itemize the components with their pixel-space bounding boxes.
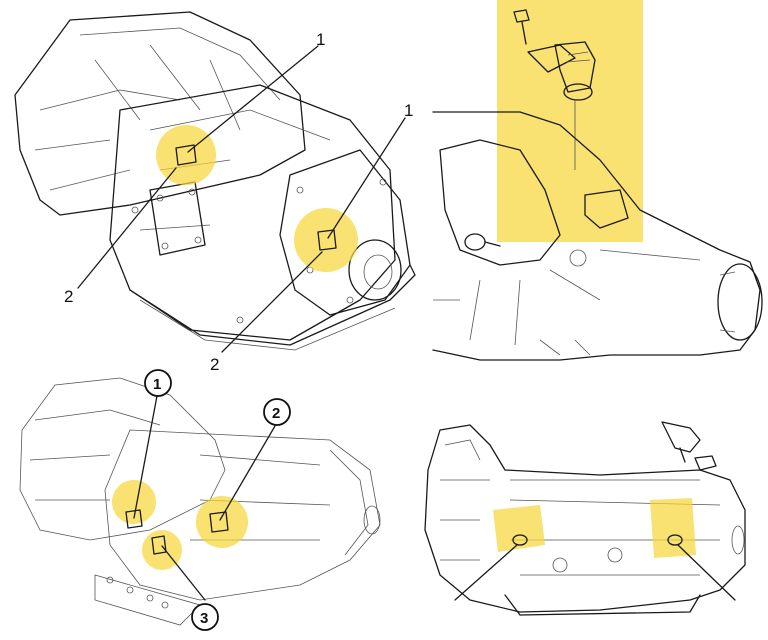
callout-label-c3: 3	[200, 610, 208, 627]
speed-sensor-icon	[527, 41, 596, 170]
callout-circle-3	[191, 603, 219, 631]
sensor-detail-icon	[661, 421, 717, 471]
leader-line-2b	[221, 251, 323, 353]
input-speed-sensor-icon	[175, 144, 197, 166]
callout-label-1b: 1	[404, 101, 413, 120]
highlight-sensor-output-top-left	[294, 208, 358, 272]
callout-label-c1: 1	[153, 376, 161, 393]
transmission-illustration-bottom-right	[424, 424, 746, 616]
panel-bottom-left: 1 2 3	[19, 369, 381, 631]
panel-top-left: 1 1 2 2	[14, 11, 416, 374]
highlight-sensor-1-bottom-left	[112, 480, 156, 524]
leader-line-1b	[327, 117, 406, 239]
callout-label-1a: 1	[316, 30, 325, 49]
leader-line-1a	[187, 45, 319, 153]
sensor-2-icon	[209, 511, 229, 533]
transmission-illustration-top-left	[14, 11, 416, 351]
highlight-sensor-2-bottom-left	[196, 496, 248, 548]
callout-circle-2	[263, 398, 291, 426]
leader-line-c2	[219, 425, 276, 521]
panel-top-right	[432, 0, 763, 361]
leader-line-c1	[133, 395, 158, 519]
leader-line-d1	[454, 544, 518, 601]
panel-bottom-right	[424, 421, 746, 616]
leader-line-d2	[677, 544, 736, 601]
sensor-left-icon	[512, 534, 528, 546]
bolt-icon	[513, 9, 530, 45]
leader-line-2a	[77, 167, 177, 289]
callout-label-2a: 2	[64, 287, 73, 306]
highlight-sensor-zoom-top-right	[497, 0, 643, 242]
callout-label-c2: 2	[272, 405, 280, 422]
sensor-right-icon	[667, 534, 683, 546]
highlight-sensor-input-top-left	[156, 125, 216, 185]
callout-label-2b: 2	[210, 355, 219, 374]
leader-line-c3	[161, 545, 206, 601]
highlight-sensor-right-bottom-right	[650, 498, 696, 558]
transmission-illustration-bottom-left	[19, 377, 381, 626]
transmission-case-illustration-top-right	[432, 111, 763, 361]
callout-circle-1	[144, 369, 172, 397]
highlight-sensor-left-bottom-right	[493, 505, 545, 552]
output-speed-sensor-icon	[317, 229, 337, 251]
